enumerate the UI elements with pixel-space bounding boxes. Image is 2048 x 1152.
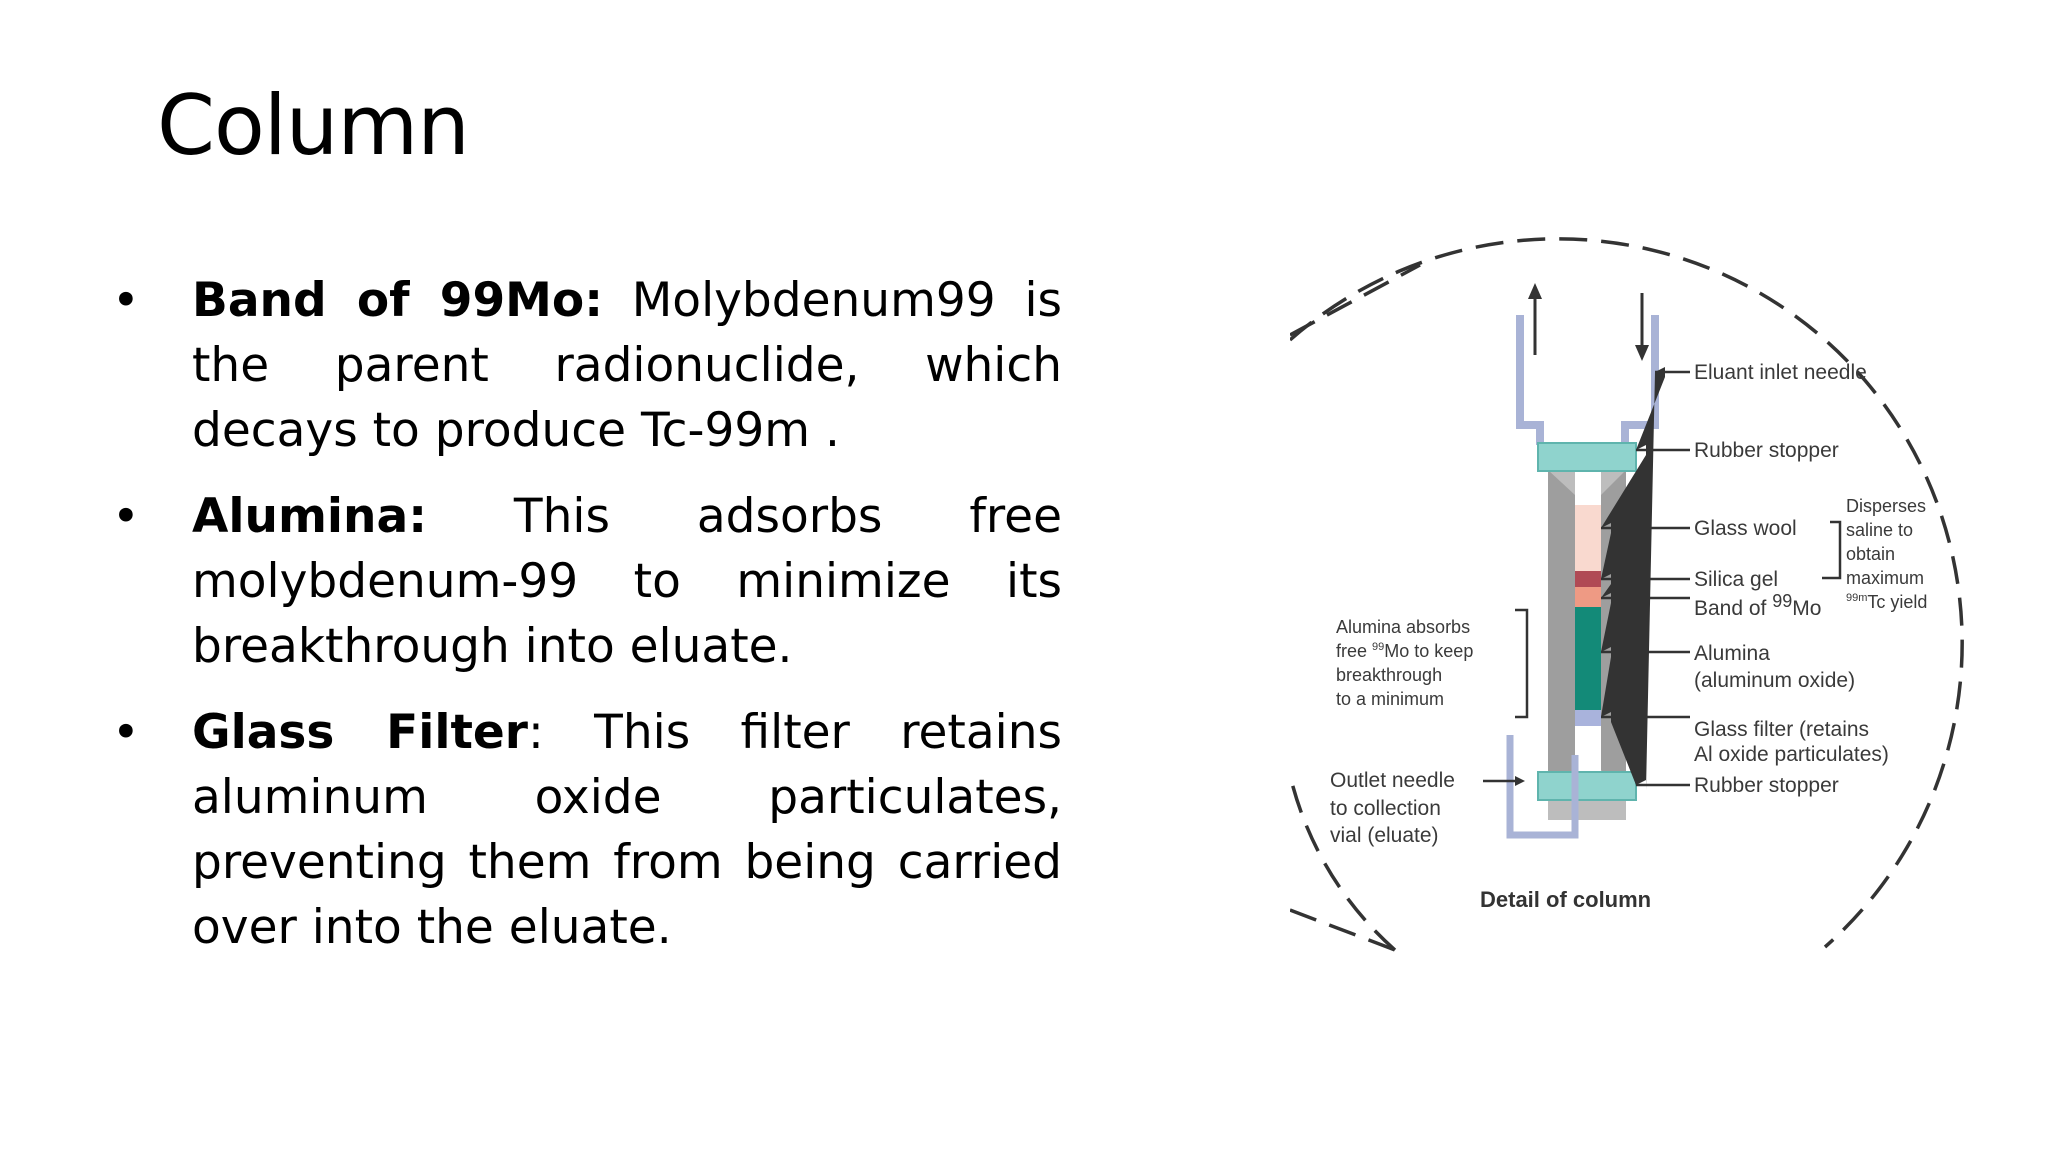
dashed-magnifier-circle-lower <box>1290 774 1397 952</box>
slide-title: Column <box>157 77 470 174</box>
label-to-collection: to collection <box>1330 797 1441 820</box>
label-alumina-absorbs-2: free 99Mo to keep <box>1336 641 1473 661</box>
alumina-layer <box>1575 607 1601 710</box>
inlet-needle-right <box>1621 315 1659 445</box>
arrowheads <box>1601 367 1665 790</box>
label-rubber-stopper-bottom: Rubber stopper <box>1694 774 1839 797</box>
label-al-oxide-particulates: Al oxide particulates) <box>1694 743 1889 766</box>
bullet-dot: • <box>112 705 140 760</box>
rubber-stopper-bottom <box>1537 771 1637 801</box>
dashed-pointer-line <box>1290 263 1421 337</box>
label-alumina-absorbs-4: to a minimum <box>1336 689 1444 709</box>
dashed-pointer-line-lower <box>1290 908 1396 952</box>
dashed-magnifier-circle <box>1290 237 1964 949</box>
glass-wool-layer <box>1575 505 1601 571</box>
diagram-caption: Detail of column <box>1480 887 1651 912</box>
label-disperses-1: Disperses <box>1846 496 1926 516</box>
label-disperses-4: maximum <box>1846 568 1924 588</box>
silica-gel-layer <box>1575 571 1601 587</box>
label-rubber-stopper-top: Rubber stopper <box>1694 439 1839 462</box>
column-diagram: Eluant inlet needle Rubber stopper Glass… <box>1290 237 1964 952</box>
label-silica-gel: Silica gel <box>1694 568 1778 591</box>
label-vial-eluate: vial (eluate) <box>1330 824 1439 847</box>
label-disperses-2: saline to <box>1846 520 1913 540</box>
glass-filter-layer <box>1575 710 1601 726</box>
inlet-arrow-up-head <box>1528 283 1542 299</box>
bullet-text: This filter retains aluminum oxide parti… <box>192 705 1062 955</box>
rubber-stopper-top <box>1537 442 1637 472</box>
label-outlet-needle: Outlet needle <box>1330 769 1455 792</box>
label-alumina-absorbs-3: breakthrough <box>1336 665 1442 685</box>
label-band-of-mo: Band of 99Mo <box>1694 591 1821 620</box>
bullet-dot: • <box>112 273 140 328</box>
label-alumina-absorbs-1: Alumina absorbs <box>1336 617 1470 637</box>
bullet-item-glass-filter: • Glass Filter: This filter retains alumi… <box>112 700 1062 960</box>
label-eluant-inlet-needle: Eluant inlet needle <box>1694 361 1867 384</box>
inlet-needle <box>1516 315 1544 445</box>
label-glass-wool: Glass wool <box>1694 517 1797 540</box>
band-of-mo-layer <box>1575 587 1601 607</box>
bullet-term: Band of 99Mo: <box>192 273 603 328</box>
label-alumina: Alumina <box>1694 642 1770 665</box>
outlet-leader-arrow <box>1515 776 1525 786</box>
bullet-dot: • <box>112 489 140 544</box>
bullet-list: • Band of 99Mo: Molybdenum99 is the paren… <box>112 268 1062 981</box>
bullet-text: This adsorbs free molybdenum-99 to minim… <box>192 489 1062 674</box>
label-disperses-5: 99mTc yield <box>1846 592 1927 612</box>
label-glass-filter: Glass filter (retains <box>1694 718 1869 741</box>
bullet-term-suffix: : <box>527 705 544 760</box>
inlet-arrow-down-head <box>1635 345 1649 361</box>
bullet-text: Molybdenum99 is the parent radionuclide,… <box>192 273 1062 458</box>
bullet-item-alumina: • Alumina: This adsorbs free molybdenum-9… <box>112 484 1062 679</box>
bullet-term: Glass Filter <box>192 705 528 760</box>
label-aluminum-oxide: (aluminum oxide) <box>1694 669 1855 692</box>
label-disperses-3: obtain <box>1846 544 1895 564</box>
bullet-term: Alumina: <box>192 489 427 544</box>
alumina-bracket <box>1515 608 1529 719</box>
outlet-needle <box>1506 735 1579 839</box>
bullet-item-band-of-mo: • Band of 99Mo: Molybdenum99 is the paren… <box>112 268 1062 463</box>
